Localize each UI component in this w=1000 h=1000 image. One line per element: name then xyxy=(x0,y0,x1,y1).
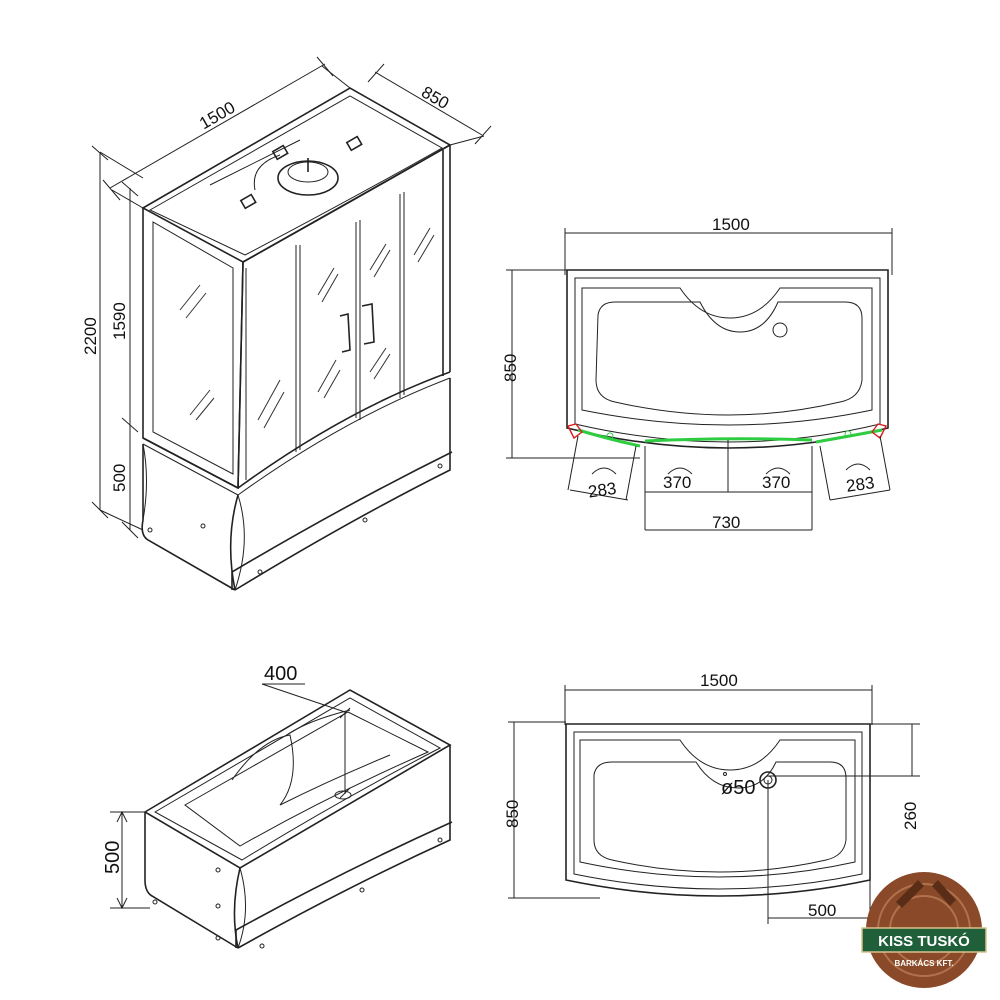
plan-bottom-width: 1500 xyxy=(700,671,738,690)
dim-cabin-depth: 850 xyxy=(418,82,452,113)
roof-speaker-icon xyxy=(271,144,289,161)
plan-top-seg-1: 283 xyxy=(587,479,618,502)
plan-bottom-outline xyxy=(565,723,871,897)
cabin-roof-inner xyxy=(148,95,444,256)
dim-line-depth xyxy=(374,71,483,136)
door-seal-right xyxy=(815,428,883,444)
glass-reflection xyxy=(179,284,201,311)
logo-name: KISS TUSKÓ xyxy=(878,932,970,950)
logo-saw-icon xyxy=(932,880,956,906)
plan-top-door-width: 730 xyxy=(712,513,740,532)
plan-bottom-drain-y: 260 xyxy=(901,802,920,830)
dim-line-width xyxy=(109,63,326,189)
dim-cabin-width: 1500 xyxy=(196,98,238,133)
tub-rim xyxy=(143,689,452,869)
plan-top-basin xyxy=(581,287,873,426)
door-handle-left xyxy=(339,312,351,353)
tub-headrest xyxy=(231,734,294,806)
plan-top-seg-2: 370 xyxy=(663,473,691,492)
logo-band xyxy=(861,927,987,953)
door-seal-left xyxy=(577,428,641,448)
door-handle-right xyxy=(361,303,375,345)
drain-icon xyxy=(772,322,788,338)
logo-sub: BARKÁCS KFT. xyxy=(894,959,953,968)
company-logo: KISS TUSKÓ BARKÁCS KFT. xyxy=(861,872,987,988)
cabin-roof-curve xyxy=(242,144,451,263)
dim-tub-depth: 400 xyxy=(264,663,297,685)
dim-base-height: 500 xyxy=(110,464,129,492)
plan-bottom-view: 1500 850 ø50 260 500 xyxy=(503,671,920,924)
plan-top-width: 1500 xyxy=(712,215,750,234)
tub-skirt-left xyxy=(144,812,239,949)
corner-mark-right xyxy=(871,423,888,440)
tub-drain-icon xyxy=(334,790,352,800)
cabin-3d-view: 1500 850 2200 1590 500 xyxy=(81,56,492,591)
dim-total-height: 2200 xyxy=(81,317,100,355)
dim-tub-height: 500 xyxy=(102,841,124,874)
tub-base-front xyxy=(234,378,451,591)
dim-cabin-height: 1590 xyxy=(110,302,129,340)
tub-skirt-front xyxy=(237,745,451,949)
plan-top-seg-4: 283 xyxy=(845,473,876,496)
tub-base-left xyxy=(141,444,236,591)
roof-light-icon xyxy=(239,193,257,210)
cabin-sill xyxy=(142,371,451,489)
roof-wire-2 xyxy=(253,154,281,191)
plan-top-view: 1500 850 283 xyxy=(501,215,893,532)
plan-bottom-basin xyxy=(579,739,856,878)
plan-top-depth: 850 xyxy=(501,354,520,382)
roof-vent-icon xyxy=(345,135,363,152)
plan-bottom-drain-x: 500 xyxy=(808,901,836,920)
door-seal-center xyxy=(644,437,813,443)
plan-top-seg-3: 370 xyxy=(762,473,790,492)
plan-top-outline xyxy=(566,269,889,449)
tub-3d-view: 400 500 xyxy=(102,663,453,949)
logo-hammer-icon xyxy=(896,880,924,908)
corner-mark-left xyxy=(566,423,583,440)
tub-base-corner xyxy=(229,494,239,591)
roof-wire xyxy=(209,139,301,186)
drain-diameter-label: ø50 xyxy=(721,777,755,799)
plan-bottom-depth: 850 xyxy=(503,800,522,828)
left-glass-panel xyxy=(152,221,234,475)
